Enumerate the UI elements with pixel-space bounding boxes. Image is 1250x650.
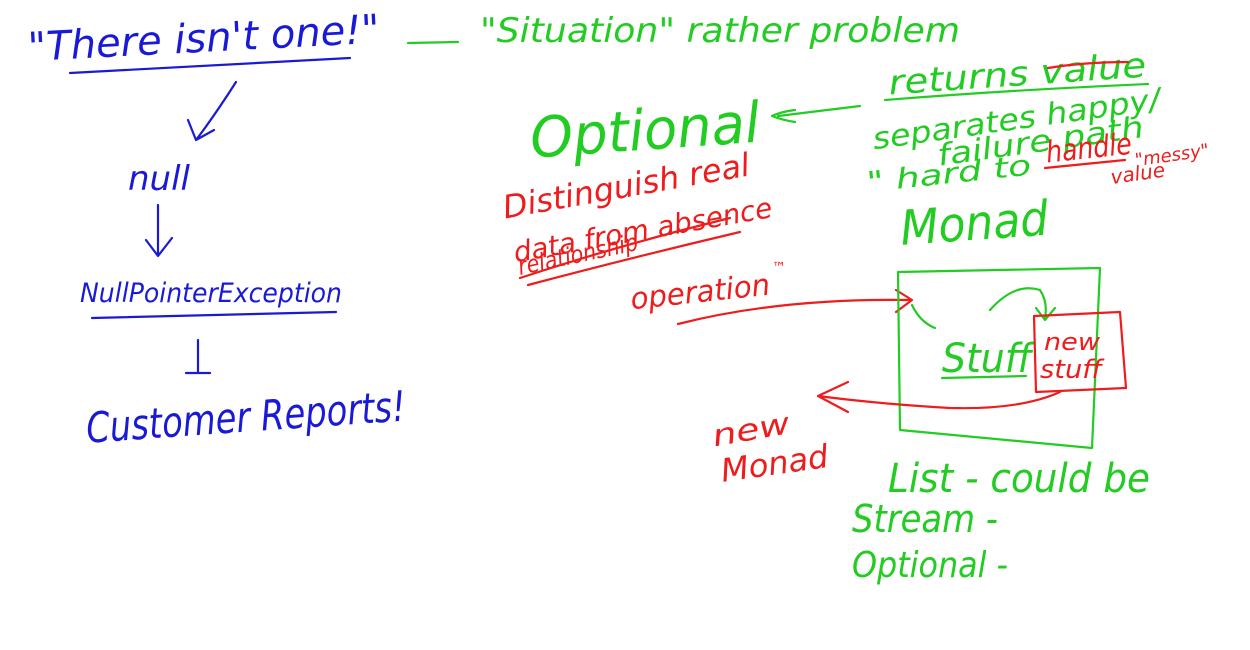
returns-value-underline bbox=[883, 82, 1150, 102]
arrow-to-null bbox=[186, 80, 238, 142]
stuff-underline bbox=[940, 374, 1028, 380]
stuff-to-new-arrow bbox=[988, 287, 1057, 322]
situation-rather-problem: "Situation" rather problem bbox=[480, 11, 960, 51]
optional-list-item: Optional - bbox=[852, 545, 1008, 586]
hard-to-label: " hard to bbox=[865, 149, 1033, 199]
null-label: null bbox=[128, 159, 191, 199]
stuff-label: Stuff bbox=[942, 336, 1036, 382]
handle-underline bbox=[1043, 158, 1127, 170]
arrow-to-npe bbox=[144, 203, 174, 258]
return-arrow bbox=[816, 380, 1062, 414]
new-stuff-box bbox=[1032, 310, 1128, 394]
inner-hook bbox=[910, 303, 937, 330]
arrow-left-to-optional bbox=[770, 104, 862, 124]
quote-underline bbox=[68, 56, 352, 75]
optional-title: Optional bbox=[528, 91, 762, 172]
distinguish-underline-1 bbox=[518, 216, 732, 280]
npe-underline bbox=[90, 310, 338, 320]
list-could-be: List - could be bbox=[888, 456, 1150, 502]
operation-arrow bbox=[676, 288, 914, 326]
stream-label: Stream - bbox=[852, 497, 998, 541]
arrow-to-reports bbox=[184, 338, 212, 375]
monad-label: Monad bbox=[898, 191, 1050, 257]
new-stuff-line-2: stuff bbox=[1040, 355, 1105, 385]
quote-there-isnt-one: "There isn't one!" bbox=[27, 7, 381, 71]
customer-reports-label: Customer Reports! bbox=[84, 381, 407, 452]
monad-box bbox=[896, 266, 1102, 450]
distinguish-underline-2 bbox=[526, 230, 742, 287]
new-stuff-line-1: new bbox=[1044, 328, 1100, 356]
npe-label: NullPointerException bbox=[80, 278, 342, 309]
value-underline bbox=[1046, 60, 1130, 70]
dash-connector bbox=[406, 40, 460, 45]
operation-tm: ™ bbox=[772, 260, 786, 276]
